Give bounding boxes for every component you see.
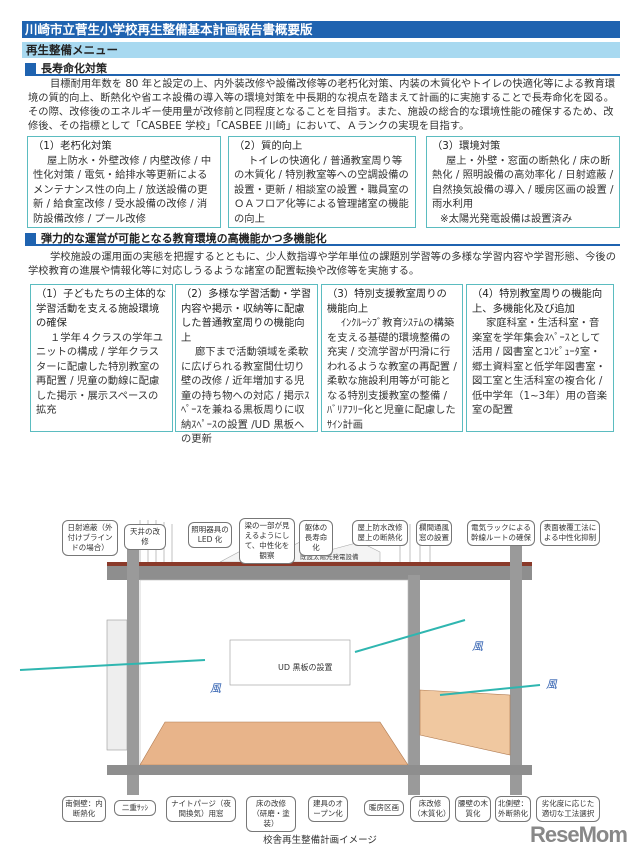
callout-label: ナイトパージ（夜間換気）用窓 [166, 796, 236, 822]
roof-slab [107, 566, 532, 580]
document-title: 川崎市立菅生小学校再生整備基本計画報告書概要版 [22, 21, 620, 38]
square-bullet-icon [25, 63, 36, 74]
section2-paragraph: 学校施設の運用面の実態を把握するとともに、少人数指導や学年単位の課題別学習等の多… [28, 251, 617, 277]
wind-arrow [354, 619, 466, 653]
wind-label: 風 [210, 682, 222, 695]
box-body: 屋上防水・外壁改修 / 内壁改修 / 中性化対策 / 電気・給排水等更新によるメ… [33, 154, 212, 225]
callout-label: 二重ｻｯｼ [114, 800, 156, 816]
column-right [510, 545, 522, 795]
section-heading-text: 長寿命化対策 [41, 62, 107, 75]
callout-label: 電気ラックによる幹線ルートの確保 [467, 520, 535, 546]
column-middle [408, 575, 420, 795]
callout-label: 南側壁：内断熱化 [62, 796, 106, 822]
box-heading: （1）老朽化対策 [33, 140, 112, 152]
callout-label: 劣化度に応じた適切な工法選択 [536, 796, 600, 822]
box-heading: （2）質的向上 [234, 140, 303, 152]
callout-label: 床の改修（研磨・塗装） [246, 796, 296, 832]
callout-label: 腰壁の木質化 [455, 796, 491, 822]
box-special-support: （3）特別支援教室周りの機能向上 ｲﾝｸﾙｰｼﾌﾞ教育ｼｽﾃﾑの構築を支える基礎… [321, 284, 463, 432]
blackboard-label: UD 黒板の設置 [278, 662, 333, 672]
ud-blackboard [229, 639, 351, 686]
wooden-floor [139, 721, 409, 766]
wind-label: 風 [546, 678, 558, 691]
callout-label: 屋上防水改修 屋上の断熱化 [352, 520, 408, 546]
wind-arrow [19, 659, 206, 671]
box-body: トイレの快適化 / 普通教室周り等の木質化 / 特別教室等への空調設備の設置・更… [234, 154, 409, 225]
callout-label: 建具のオープン化 [308, 796, 348, 822]
figure-caption: 校舎再生整備計画イメージ [263, 835, 377, 846]
box-body: 家庭科室・生活科室・音楽室を学年集会ｽﾍﾟｰｽとして活用 / 図書室とｺﾝﾋﾟｭ… [472, 317, 607, 416]
box-special-classrooms: （4）特別教室周りの機能向上、多機能化及び追加 家庭科室・生活科室・音楽室を学年… [466, 284, 614, 432]
callout-label: 照明器具のLED 化 [188, 522, 232, 548]
callout-label: 北側壁：外断熱化 [495, 796, 531, 822]
box-body: 屋上・外壁・窓面の断熱化 / 床の断熱化 / 照明設備の高効率化 / 日射遮蔽 … [432, 154, 614, 211]
box-classroom-function: （2）多様な学習活動・学習内容や掲示・収納等に配慮した普通教室周りの機能向上 廊… [175, 284, 318, 445]
section1-paragraph: 目標耐用年数を 80 年と設定の上、内外装改修や設備改修等の老朽化対策、内装の木… [28, 78, 616, 132]
resemom-watermark-logo: ReseMom [530, 822, 628, 847]
box-heading: （1）子どもたちの主体的な学習活動を支える施設環境の確保 [36, 288, 167, 329]
box-heading: （3）環境対策 [432, 140, 501, 152]
box-body: １学年４クラスの学年ユニットの構成 / 学年クラスターに配慮した特別教室の再配置… [36, 331, 164, 417]
roof-insulation [107, 562, 532, 566]
callout-label: 暖房区画 [364, 800, 404, 816]
menu-heading: 再生整備メニュー [22, 42, 620, 58]
callout-label: 欄間通風窓の設置 [416, 520, 452, 546]
box-aging-measures: （1）老朽化対策 屋上防水・外壁改修 / 内壁改修 / 中性化対策 / 電気・給… [27, 136, 221, 228]
box-learning-environment: （1）子どもたちの主体的な学習活動を支える施設環境の確保 １学年４クラスの学年ユ… [30, 284, 173, 432]
box-heading: （3）特別支援教室周りの機能向上 [327, 288, 447, 315]
external-blind [106, 619, 128, 751]
square-bullet-icon [25, 233, 36, 244]
box-environment-measures: （3）環境対策 屋上・外壁・窓面の断熱化 / 床の断熱化 / 照明設備の高効率化… [426, 136, 620, 228]
callout-label: 天井の改修 [124, 524, 166, 550]
section-heading-longevity: 長寿命化対策 [25, 63, 620, 76]
wind-label: 風 [472, 640, 484, 653]
box-quality-improvement: （2）質的向上 トイレの快適化 / 普通教室周り等の木質化 / 特別教室等への空… [228, 136, 416, 228]
callout-label: 床改修（木質化） [410, 796, 451, 822]
wind-arrow [439, 684, 541, 696]
column-left [127, 545, 139, 795]
callout-label: 日射遮蔽（外付けブラインドの場合） [62, 520, 118, 556]
floor-slab [107, 765, 532, 775]
box-body: ｲﾝｸﾙｰｼﾌﾞ教育ｼｽﾃﾑの構築を支える基礎的環境整備の充実 / 交流学習が円… [327, 317, 457, 431]
box-heading: （2）多様な学習活動・学習内容や掲示・収納等に配慮した普通教室周りの機能向上 [181, 288, 312, 344]
section-heading-text: 弾力的な運営が可能となる教育環境の高機能かつ多機能化 [41, 232, 327, 245]
callout-label: 梁の一部が見えるようにして、中性化を観察 [239, 518, 295, 564]
box-body: 廊下まで活動領域を柔軟に広げられる教室間仕切り壁の改修 / 近年増加する児童の持… [181, 346, 310, 445]
box-note: ※太陽光発電設備は設置済み [440, 212, 573, 225]
wooden-wainscot [419, 689, 511, 756]
callout-label: 表面被覆工法による中性化抑制 [540, 520, 600, 546]
section-heading-multifunction: 弾力的な運営が可能となる教育環境の高機能かつ多機能化 [25, 233, 620, 246]
school-section-illustration: 風 風 風 UD 黒板の設置 既設太陽光発電設備 [19, 520, 558, 795]
box-heading: （4）特別教室周りの機能向上、多機能化及び追加 [472, 288, 603, 315]
callout-label: 躯体の長寿命化 [299, 520, 333, 556]
solar-label: 既設太陽光発電設備 [300, 552, 359, 561]
